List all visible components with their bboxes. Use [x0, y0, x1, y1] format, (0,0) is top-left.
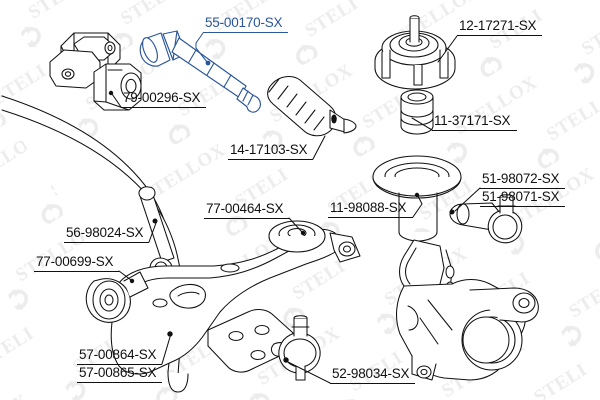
part-label-rule [77, 382, 162, 383]
part-label-rule [121, 107, 206, 108]
part-label-11-98088-sx[interactable]: 11-98088-SX [330, 200, 407, 215]
part-label-rule [457, 35, 542, 36]
part-label-79-00296-sx[interactable]: 79-00296-SX [123, 90, 201, 105]
part-label-rule [203, 32, 288, 33]
part-label-12-17271-sx[interactable]: 12-17271-SX [459, 18, 537, 33]
part-label-14-17103-sx[interactable]: 14-17103-SX [230, 142, 308, 157]
part-label-51-98072-sx[interactable]: 51-98072-SX [482, 171, 560, 186]
part-label-55-00170-sx[interactable]: 55-00170-SX [205, 15, 283, 30]
part-label-11-37171-sx[interactable]: 11-37171-SX [434, 113, 511, 128]
part-label-56-98024-sx[interactable]: 56-98024-SX [66, 225, 144, 240]
part-label-rule [432, 130, 517, 131]
part-label-rule [64, 242, 149, 243]
part-label-51-98071-sx[interactable]: 51-98071-SX [482, 189, 560, 204]
part-label-52-98034-sx[interactable]: 52-98034-SX [332, 366, 410, 381]
part-label-rule [480, 206, 565, 207]
part-label-rule [228, 159, 313, 160]
part-label-77-00464-sx[interactable]: 77-00464-SX [206, 201, 284, 216]
part-label-rule [328, 217, 413, 218]
part-label-rule [34, 271, 119, 272]
part-label-57-00864-sx[interactable]: 57-00864-SX [79, 347, 157, 362]
part-label-57-00865-sx[interactable]: 57-00865-SX [79, 365, 157, 380]
part-label-rule [330, 383, 415, 384]
part-label-rule [204, 218, 289, 219]
part-label-77-00699-sx[interactable]: 77-00699-SX [36, 254, 114, 269]
